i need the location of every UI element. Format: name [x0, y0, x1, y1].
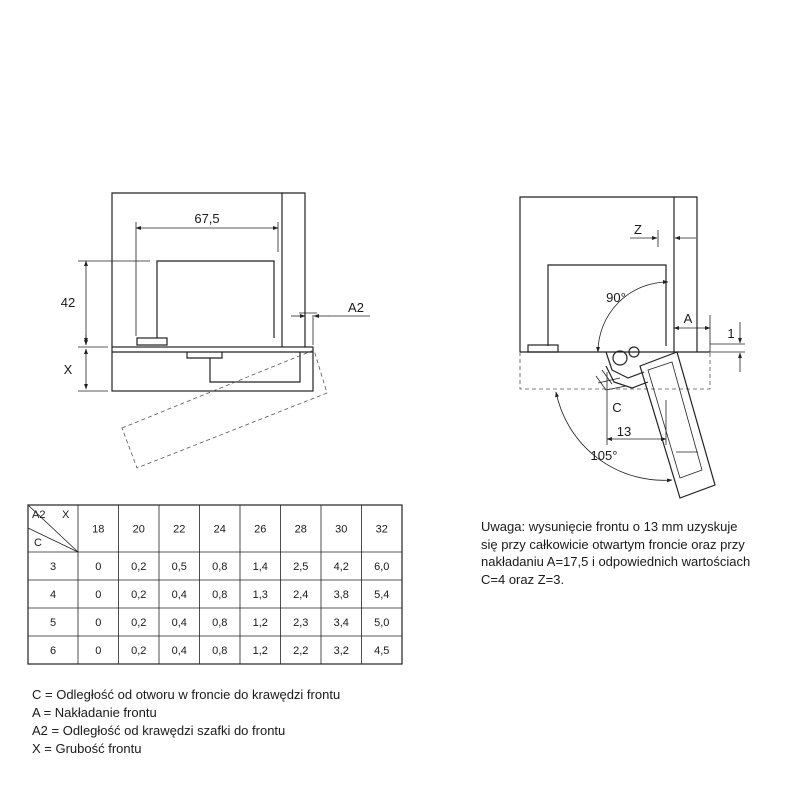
table-header-cell: 18 [92, 524, 104, 536]
table-cell: 0,8 [212, 645, 227, 657]
corner-diagonal-1 [27, 504, 79, 553]
table-cell: 5,4 [374, 589, 389, 601]
table-cell: 1,3 [253, 589, 268, 601]
dimension-z: Z [634, 222, 642, 237]
table-cell: 0,8 [212, 589, 227, 601]
note-line: nakładaniu A=17,5 i odpowiednich wartośc… [481, 554, 751, 569]
table-cell: 1,4 [253, 561, 268, 573]
legend-item-c: C = Odległość od otworu w froncie do kra… [32, 687, 341, 702]
table-header-cell: 22 [173, 524, 185, 536]
table-cell: 0 [95, 589, 101, 601]
table-header-cell: 32 [376, 524, 388, 536]
table-cell: 0,2 [131, 561, 146, 573]
corner-label-a2: A2 [32, 509, 45, 521]
dimension-42: 42 [61, 295, 75, 310]
door-front-closed [111, 346, 314, 392]
mounting-plate [527, 344, 559, 353]
hinge-cup [186, 352, 223, 359]
door-front-open [639, 351, 716, 499]
table-cell: 4,5 [374, 645, 389, 657]
table-cell: 1,2 [253, 645, 268, 657]
table-cell: 5,0 [374, 617, 389, 629]
cabinet-outline [111, 192, 283, 347]
table-cell: 3,4 [334, 617, 349, 629]
table-cell: 0,2 [131, 617, 146, 629]
table-row-header: 6 [50, 645, 56, 657]
note-line: Uwaga: wysunięcie frontu o 13 mm uzyskuj… [481, 519, 738, 534]
table-cell: 3,2 [334, 645, 349, 657]
cabinet-outline [519, 196, 675, 352]
table-cell: 0,2 [131, 589, 146, 601]
table-header-cell: 20 [133, 524, 145, 536]
dimension-13: 13 [617, 424, 631, 439]
table-cell: 0,4 [172, 645, 187, 657]
table-cell: 1,2 [253, 617, 268, 629]
table-cell: 2,4 [293, 589, 308, 601]
table-border [27, 504, 403, 665]
hinge-open-diagram: Z 90° A 1 C 13 105° [519, 196, 745, 499]
table-row-header: 3 [50, 561, 56, 573]
corner-label-c: C [34, 537, 42, 549]
dimension-1: 1 [727, 326, 734, 341]
legend-item-a: A = Nakładanie frontu [32, 705, 157, 720]
table-cell: 3,8 [334, 589, 349, 601]
table-cell: 2,3 [293, 617, 308, 629]
dimension-a2: A2 [348, 300, 364, 315]
note-line: C=4 oraz Z=3. [481, 571, 565, 587]
table-cell: 4,2 [334, 561, 349, 573]
dimension-c: C [612, 400, 621, 415]
table-cell: 0,4 [172, 617, 187, 629]
legend-item-x: X = Grubość frontu [32, 741, 142, 756]
legend-item-a2: A2 = Odległość od krawędzi szafki do fro… [32, 723, 286, 738]
table-cell: 0,4 [172, 589, 187, 601]
table-header-cell: 28 [295, 524, 307, 536]
angle-90: 90° [606, 290, 626, 305]
table-cell: 0,8 [212, 561, 227, 573]
angle-105: 105° [591, 448, 618, 463]
table-cell: 0 [95, 561, 101, 573]
table-cell: 6,0 [374, 561, 389, 573]
table-row-header: 5 [50, 617, 56, 629]
cabinet-side-wall [674, 196, 698, 352]
table-cell: 0,5 [172, 561, 187, 573]
legend: C = Odległość od otworu w froncie do kra… [32, 686, 340, 758]
table-header-cell: 26 [254, 524, 266, 536]
angle-arc-90 [596, 280, 669, 353]
dimension-a: A [684, 311, 693, 326]
table-cell: 2,5 [293, 561, 308, 573]
table-cell: 0 [95, 617, 101, 629]
note-line: się przy całkowicie otwartym froncie ora… [481, 536, 745, 552]
table-header-cell: 30 [335, 524, 347, 536]
table-cell: 0,8 [212, 617, 227, 629]
table-cell: 2,2 [293, 645, 308, 657]
corner-label-x: X [62, 509, 70, 521]
note-paragraph: Uwaga: wysunięcie frontu o 13 mm uzyskuj… [481, 518, 791, 588]
door-front-closed-dashed [519, 352, 711, 390]
table-header-cell: 24 [214, 524, 226, 536]
hinge-arm [547, 264, 667, 346]
mounting-plate [136, 337, 168, 346]
dimension-67-5: 67,5 [194, 211, 219, 226]
hinge-arm [156, 260, 275, 338]
door-front-open-dashed [121, 349, 328, 469]
angle-arc-105 [555, 391, 673, 483]
dimension-x: X [64, 362, 73, 377]
corner-diagonal-2 [27, 527, 79, 553]
hinge-closed-diagram: 67,5 42 X A2 [61, 192, 370, 469]
table-row-header: 4 [50, 589, 56, 601]
table-cell: 0,2 [131, 645, 146, 657]
table-cell: 0 [95, 645, 101, 657]
cabinet-side-wall [282, 192, 306, 347]
